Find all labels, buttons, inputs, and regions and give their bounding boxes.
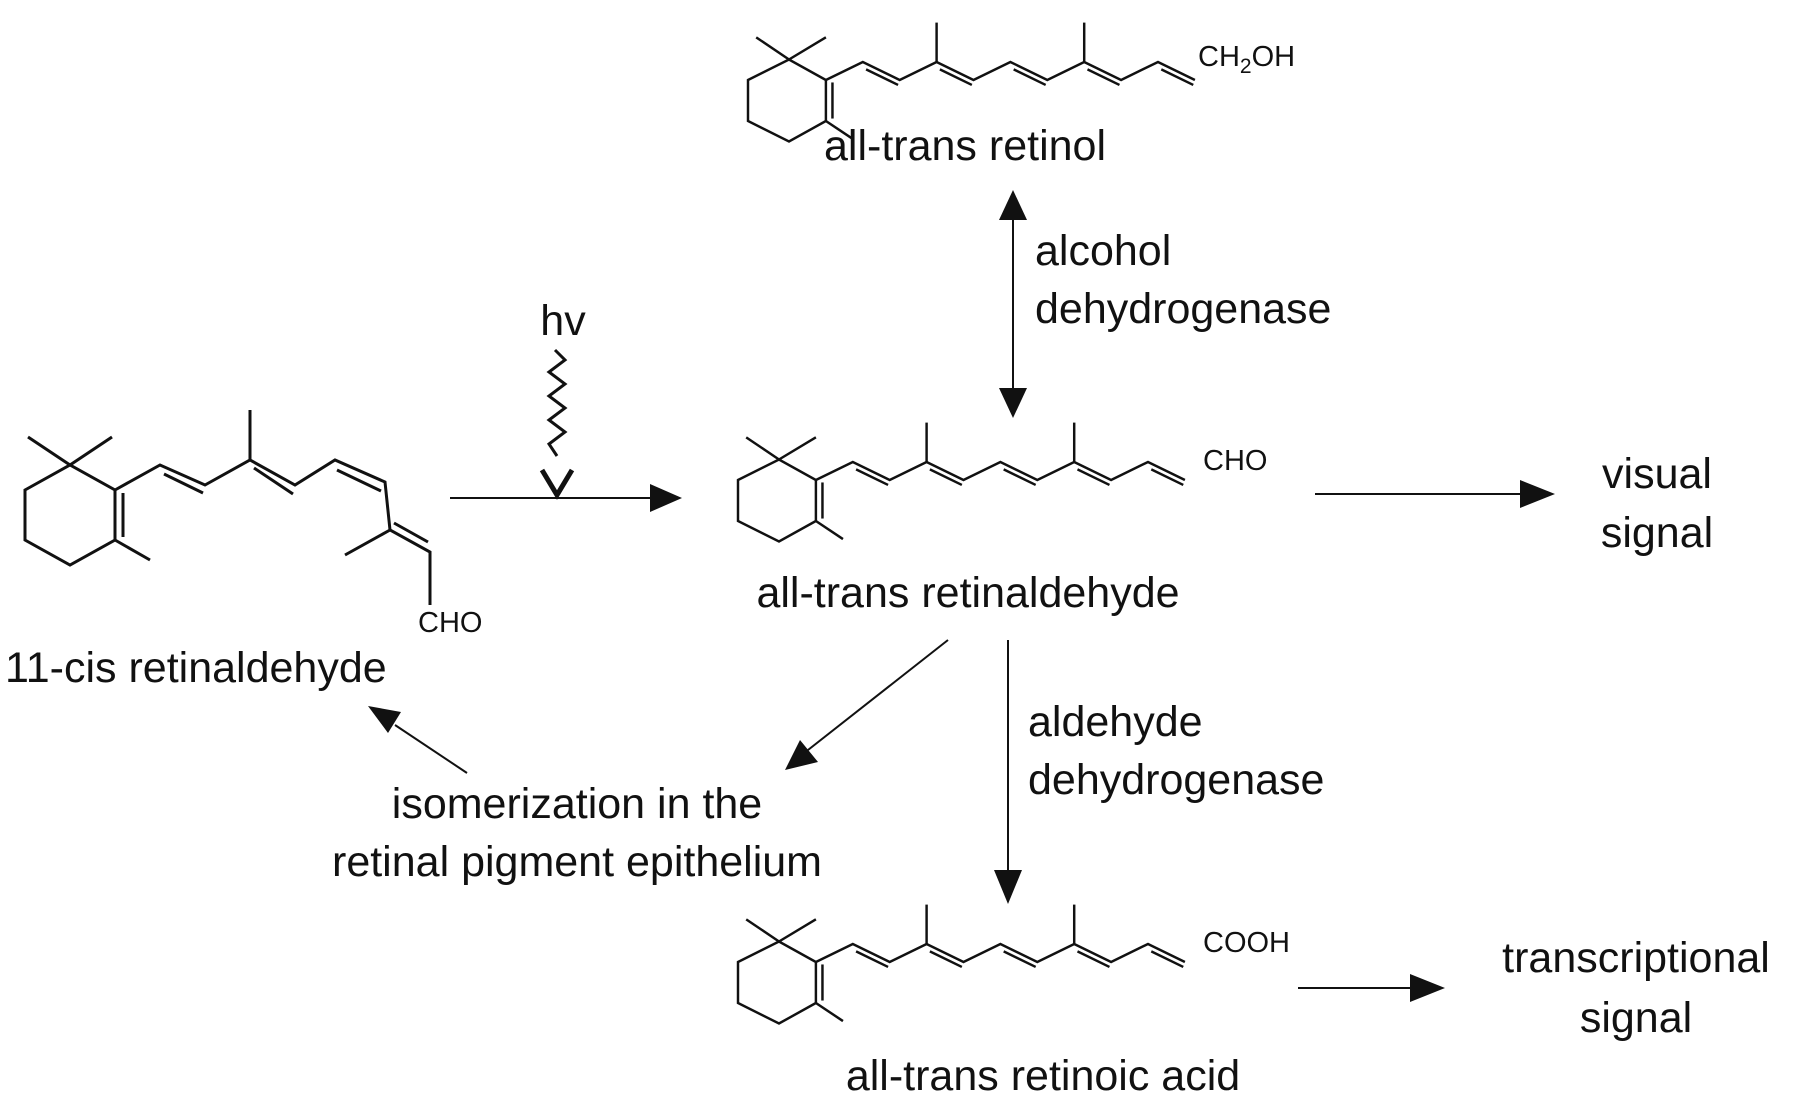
visual-signal-arrow xyxy=(1315,480,1555,508)
trans-retinal-group-label: CHO xyxy=(1203,445,1267,477)
retinoic-acid-group-label: COOH xyxy=(1203,927,1290,959)
light-symbol: hv xyxy=(540,297,586,345)
isomerization-out-arrow xyxy=(368,706,468,774)
aldehyde-dh-label-2: dehydrogenase xyxy=(1028,756,1324,804)
cis-retinal-label: 11-cis retinaldehyde xyxy=(5,644,387,692)
transcriptional-signal-label-1: transcriptional xyxy=(1502,934,1770,982)
alcohol-dh-arrow xyxy=(999,190,1027,418)
trans-retinal-label: all-trans retinaldehyde xyxy=(756,569,1179,617)
isomerization-label-1: isomerization in the xyxy=(392,780,762,828)
cis-retinal-group-label: CHO xyxy=(418,607,482,639)
retinol-label: all-trans retinol xyxy=(824,122,1106,170)
cis-retinal-structure xyxy=(23,410,432,605)
visual-signal-label-2: signal xyxy=(1601,509,1713,557)
trans-retinal-structure xyxy=(736,421,1187,543)
light-wavy-arrow xyxy=(539,348,575,500)
aldehyde-dh-arrow xyxy=(994,640,1022,904)
retinol-group-label: CH2OH xyxy=(1198,41,1295,78)
transcriptional-signal-arrow xyxy=(1298,974,1445,1002)
alcohol-dh-label-2: dehydrogenase xyxy=(1035,285,1331,333)
transcriptional-signal-label-2: signal xyxy=(1580,994,1692,1042)
isomerization-label-2: retinal pigment epithelium xyxy=(332,838,822,886)
photoisomerization-arrow xyxy=(450,484,682,512)
visual-signal-label-1: visual xyxy=(1602,450,1712,498)
retinoic-acid-label: all-trans retinoic acid xyxy=(846,1052,1240,1099)
retinoic-acid-structure xyxy=(736,903,1187,1025)
alcohol-dh-label-1: alcohol xyxy=(1035,227,1171,275)
aldehyde-dh-label-1: aldehyde xyxy=(1028,698,1203,746)
isomerization-in-arrow xyxy=(785,639,949,770)
